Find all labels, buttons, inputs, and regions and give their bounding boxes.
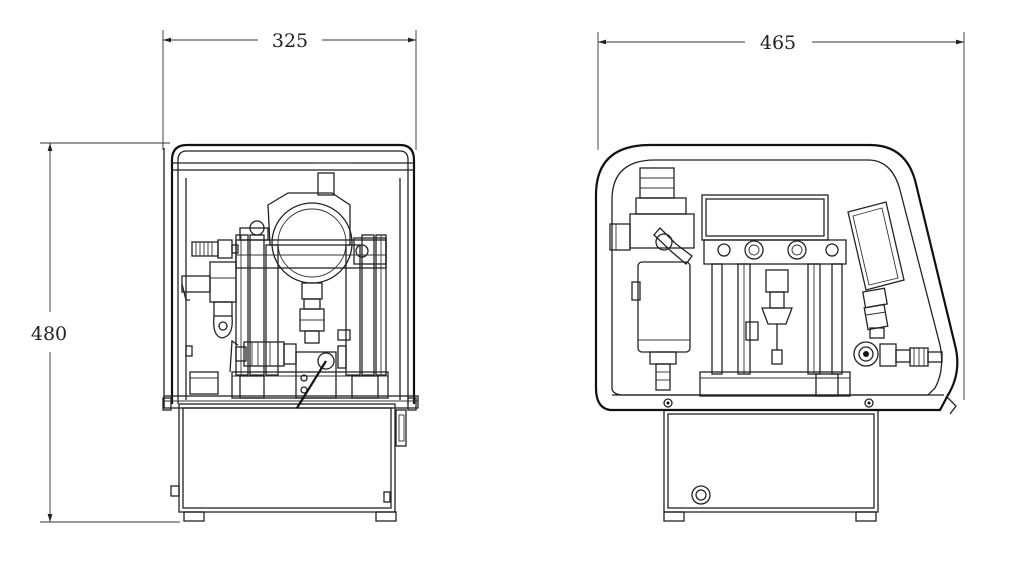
side-frame [594,143,959,415]
side-pressure-gauge [847,201,943,367]
front-base-manifold [231,329,389,409]
side-air-filter-regulator [609,167,695,391]
front-pressure-gauge [239,172,387,344]
side-width-label: 465 [760,32,796,54]
front-quick-coupler [185,339,297,395]
front-height-dimension: 480 [31,142,180,523]
front-oil-tank [170,403,407,522]
front-height-label: 480 [31,323,67,345]
side-columns [699,263,851,397]
side-oil-tank [663,409,879,522]
front-view: 325 480 [31,30,419,523]
front-relief-valve [181,239,239,339]
front-width-dimension: 325 [162,30,417,150]
side-motor-housing [701,194,847,265]
front-width-label: 325 [272,30,308,52]
front-columns [235,234,387,376]
front-frame [162,143,419,411]
side-width-dimension: 465 [597,32,965,400]
side-view: 465 [594,32,965,522]
